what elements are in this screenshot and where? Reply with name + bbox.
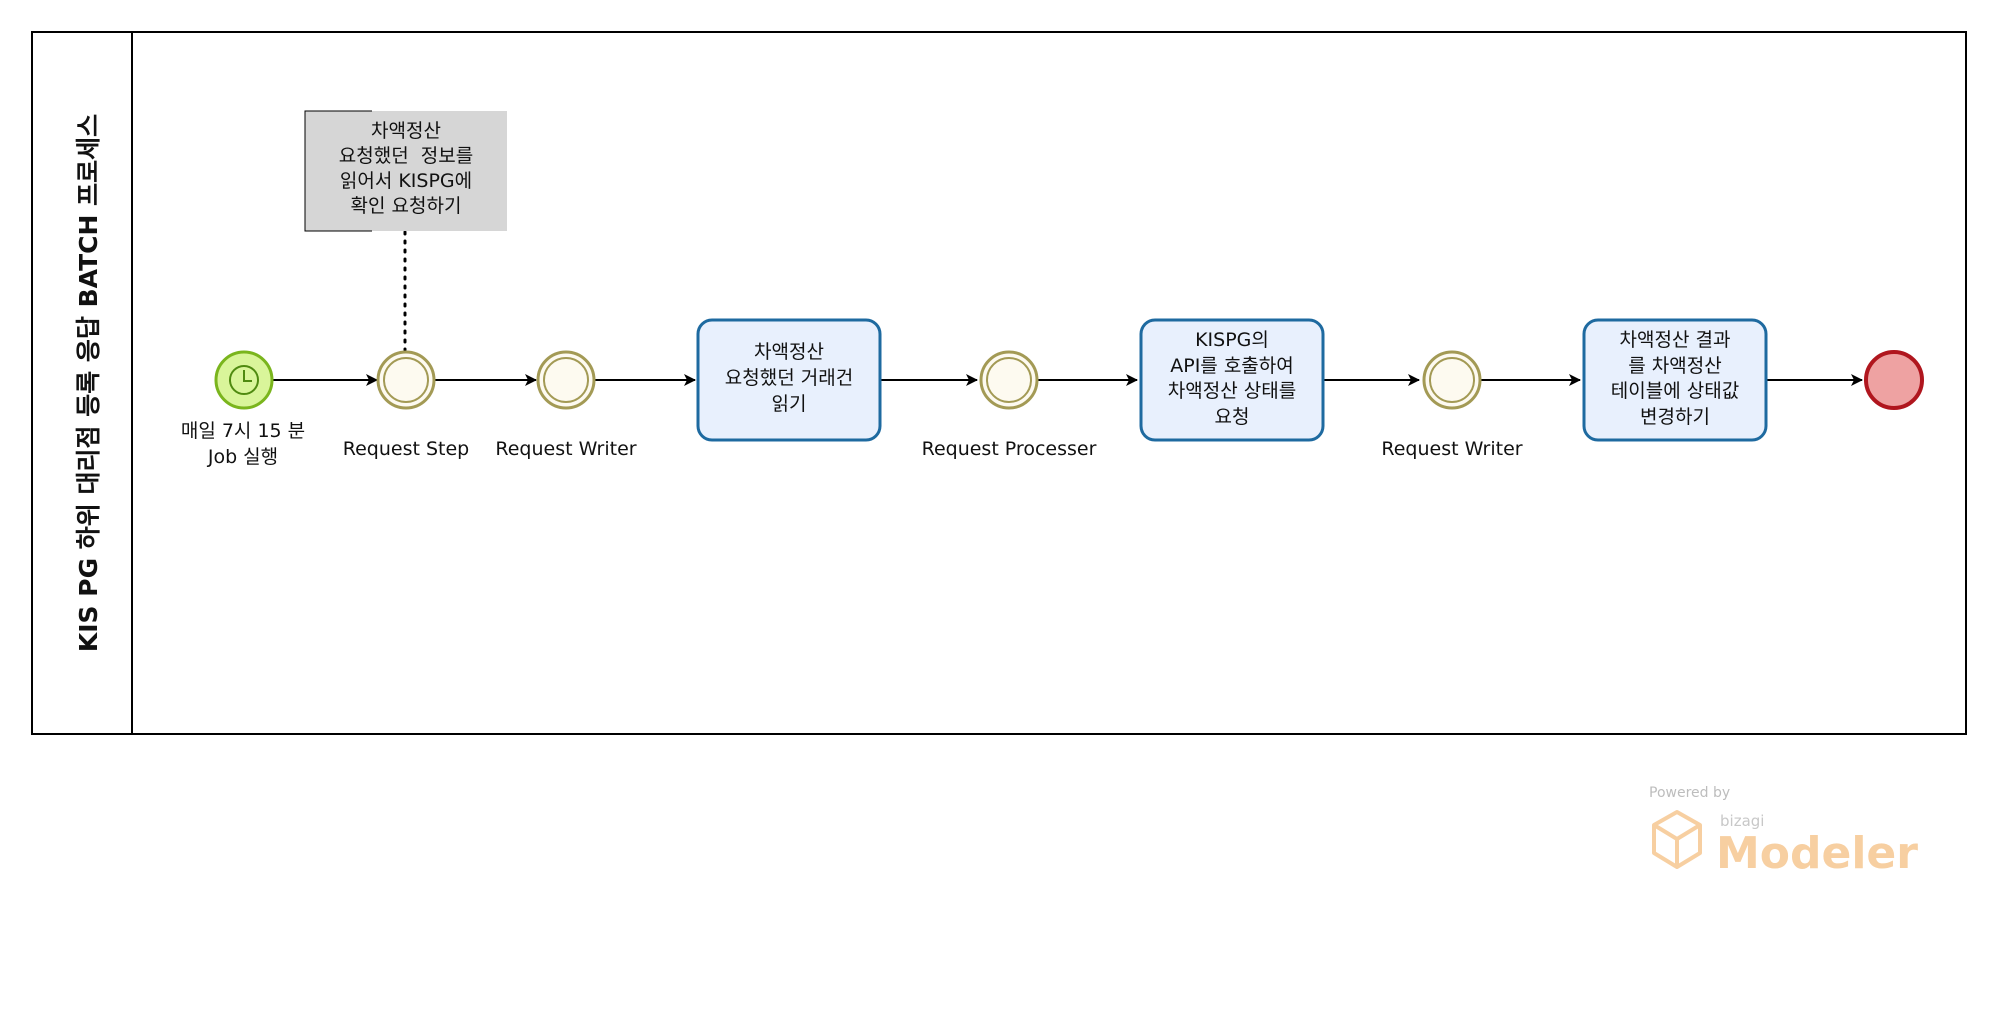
task-call-kispg-api[interactable]: KISPG의 API를 호출하여 차액정산 상태를 요청	[1139, 318, 1325, 442]
task-text: 테이블에 상태값	[1611, 380, 1739, 402]
task-text: 를 차액정산	[1628, 355, 1721, 377]
event-outer-ring	[536, 350, 596, 410]
task-text: 요청했던 거래건	[725, 367, 853, 389]
start-timer-event[interactable]	[214, 350, 274, 410]
intermediate-event-request-writer-2[interactable]	[1422, 350, 1482, 410]
end-event[interactable]	[1864, 350, 1924, 410]
start-event-label: 매일 7시 15 분	[181, 420, 305, 442]
annotation-line: 요청했던 정보를	[339, 145, 473, 167]
event-label: Request Processer	[922, 438, 1097, 460]
task-update-status[interactable]: 차액정산 결과 를 차액정산 테이블에 상태값 변경하기	[1582, 318, 1768, 442]
task-text: API를 호출하여	[1170, 355, 1294, 377]
event-inner-ring	[986, 357, 1032, 403]
bizagi-watermark: Powered by bizagi Modeler	[1649, 785, 1918, 879]
task-text: 차액정산 결과	[1620, 329, 1731, 351]
event-label: Request Writer	[495, 438, 636, 460]
annotation-line: 읽어서 KISPG에	[340, 170, 472, 192]
event-inner-ring	[1429, 357, 1475, 403]
task-text: 차액정산 상태를	[1168, 380, 1296, 402]
product-text: Modeler	[1716, 828, 1918, 879]
event-outer-ring	[979, 350, 1039, 410]
task-box	[1139, 318, 1325, 442]
task-text: 변경하기	[1640, 406, 1710, 428]
task-read-transactions[interactable]: 차액정산 요청했던 거래건 읽기	[696, 318, 882, 442]
clock-hands	[243, 370, 252, 382]
annotation-box	[305, 111, 507, 231]
annotation-bracket	[304, 110, 372, 232]
task-box	[696, 318, 882, 442]
text-annotation[interactable]: 차액정산 요청했던 정보를 읽어서 KISPG에 확인 요청하기	[304, 110, 507, 232]
powered-by-text: Powered by	[1649, 785, 1730, 801]
bizagi-logo-icon	[1652, 810, 1702, 869]
annotation-line: 차액정산	[371, 120, 441, 142]
intermediate-event-request-processer[interactable]	[979, 350, 1039, 410]
task-text: 요청	[1215, 406, 1250, 428]
event-label: Request Writer	[1381, 438, 1522, 460]
event-label: Request Step	[343, 438, 469, 460]
annotation-line: 확인 요청하기	[351, 195, 462, 217]
event-outer-ring	[376, 350, 436, 410]
intermediate-event-request-writer[interactable]	[536, 350, 596, 410]
brand-text: bizagi	[1720, 812, 1764, 830]
task-text: 읽기	[772, 393, 807, 415]
pool-title: KIS PG 하위 대리점 등록 응답 BATCH 프로세스	[74, 114, 103, 652]
end-event-circle	[1864, 350, 1924, 410]
task-text: 차액정산	[754, 341, 824, 363]
task-text: KISPG의	[1195, 329, 1269, 351]
task-box	[1582, 318, 1768, 442]
intermediate-event-request-step[interactable]	[376, 350, 436, 410]
event-outer-ring	[1422, 350, 1482, 410]
start-event-label: Job 실행	[207, 446, 278, 468]
event-inner-ring	[383, 357, 429, 403]
clock-icon	[229, 365, 259, 395]
event-inner-ring	[543, 357, 589, 403]
